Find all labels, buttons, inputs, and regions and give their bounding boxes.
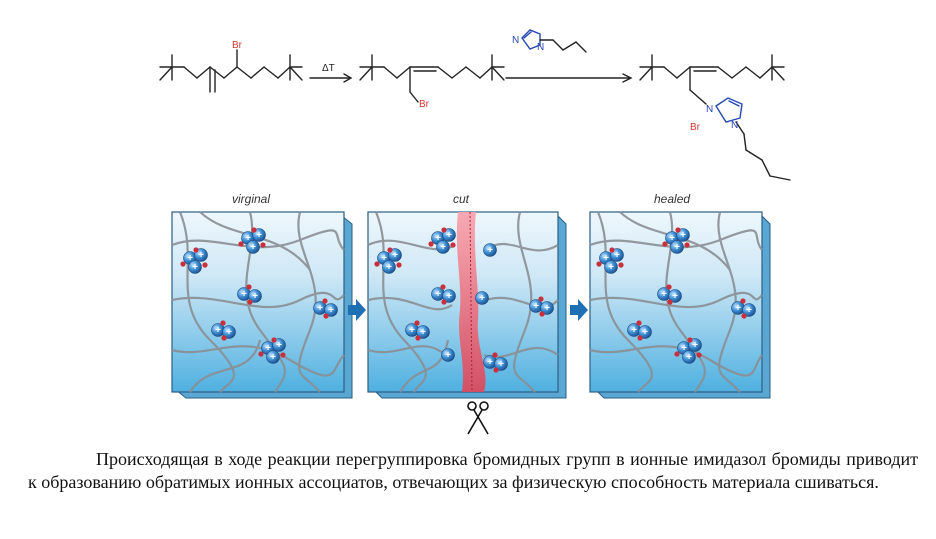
arrow-virginal-to-cut: [348, 299, 366, 321]
product-n2-label: N: [731, 120, 738, 131]
reagent-n-label: N: [512, 35, 519, 46]
panel-cut: [367, 211, 567, 399]
panel-healed: [589, 211, 771, 399]
reagent-n2-label: N: [537, 42, 544, 53]
reaction-scheme: [159, 29, 791, 181]
panel-title-healed: healed: [654, 192, 690, 206]
molecule-allylic-bromide: [159, 49, 303, 93]
scissors-icon: [467, 401, 489, 435]
molecule-rearranged-bromide: [359, 54, 505, 103]
reaction-arrow: [505, 73, 633, 83]
molecule-imidazolium-product: [639, 54, 791, 181]
panel-virginal: [171, 211, 353, 399]
panel-title-cut: cut: [453, 192, 470, 206]
caption-text: Происходящая в ходе реакции перегруппиро…: [28, 449, 918, 492]
bromine-label-1: Br: [232, 40, 243, 51]
product-bromide-label: Br: [690, 122, 701, 133]
panel-title-virginal: virginal: [232, 192, 270, 206]
cut-crack: [456, 212, 486, 392]
bromine-label-2: Br: [419, 99, 430, 110]
reagent-butylimidazole: [521, 29, 587, 53]
heat-arrow: [309, 73, 353, 83]
product-n1-label: N: [706, 104, 713, 115]
delta-t-label: ΔT: [322, 63, 335, 74]
arrow-cut-to-healed: [570, 299, 588, 321]
